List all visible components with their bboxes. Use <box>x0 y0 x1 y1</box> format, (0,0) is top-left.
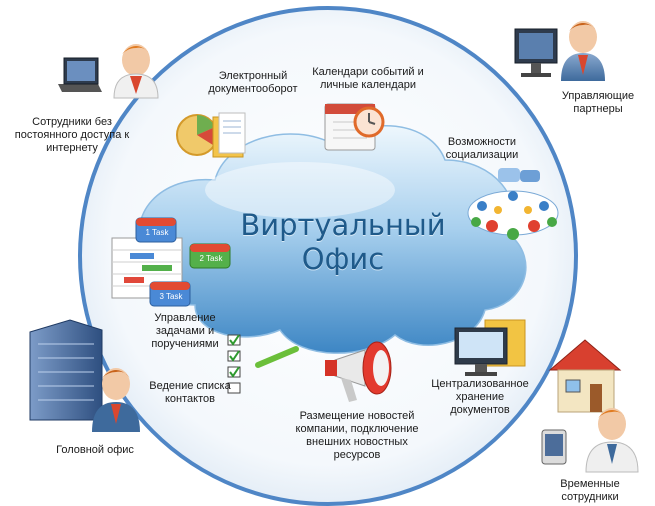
head-office-icon <box>29 319 140 432</box>
feature-news-label: Размещение новостей компании, подключени… <box>295 410 419 461</box>
feature-calendars-label: Календари событий и личные календари <box>312 66 424 91</box>
social-network-icon <box>467 168 559 240</box>
calendar-icon <box>324 103 385 151</box>
user-partners-label: Управляющие партнеры <box>561 90 635 115</box>
task-badge-1 <box>135 217 177 243</box>
feature-tasks-label: Управление задачами и поручениями <box>151 312 219 350</box>
partner-icon <box>514 21 605 81</box>
monitor-folders-icon <box>454 319 526 376</box>
user-remote-label: Сотрудники без постоянного доступа к инт… <box>14 116 130 154</box>
task-label-1: 1 Task <box>145 228 169 237</box>
feature-social-label: Возможности социализации <box>445 136 519 161</box>
feature-edocs-label: Электронный документооборот <box>208 70 298 95</box>
cloud-shape <box>138 125 527 354</box>
diagram-title: Виртуальный Офис <box>240 208 446 276</box>
task-label-3: 3 Task <box>159 292 183 301</box>
remote-employee-icon <box>58 44 159 99</box>
task-label-2: 2 Task <box>199 254 223 263</box>
megaphone-icon <box>325 341 392 402</box>
checklist-icon <box>227 334 299 394</box>
document-folder-icon <box>176 112 246 158</box>
feature-contacts-label: Ведение списка контактов <box>149 380 231 405</box>
task-badge-2 <box>189 243 231 269</box>
temporary-employee-icon <box>541 339 639 473</box>
task-badge-3 <box>149 281 191 307</box>
user-head-office-label: Головной офис <box>56 444 134 456</box>
user-temporary-label: Временные сотрудники <box>560 478 620 503</box>
feature-storage-label: Централизованное хранение документов <box>431 378 529 416</box>
